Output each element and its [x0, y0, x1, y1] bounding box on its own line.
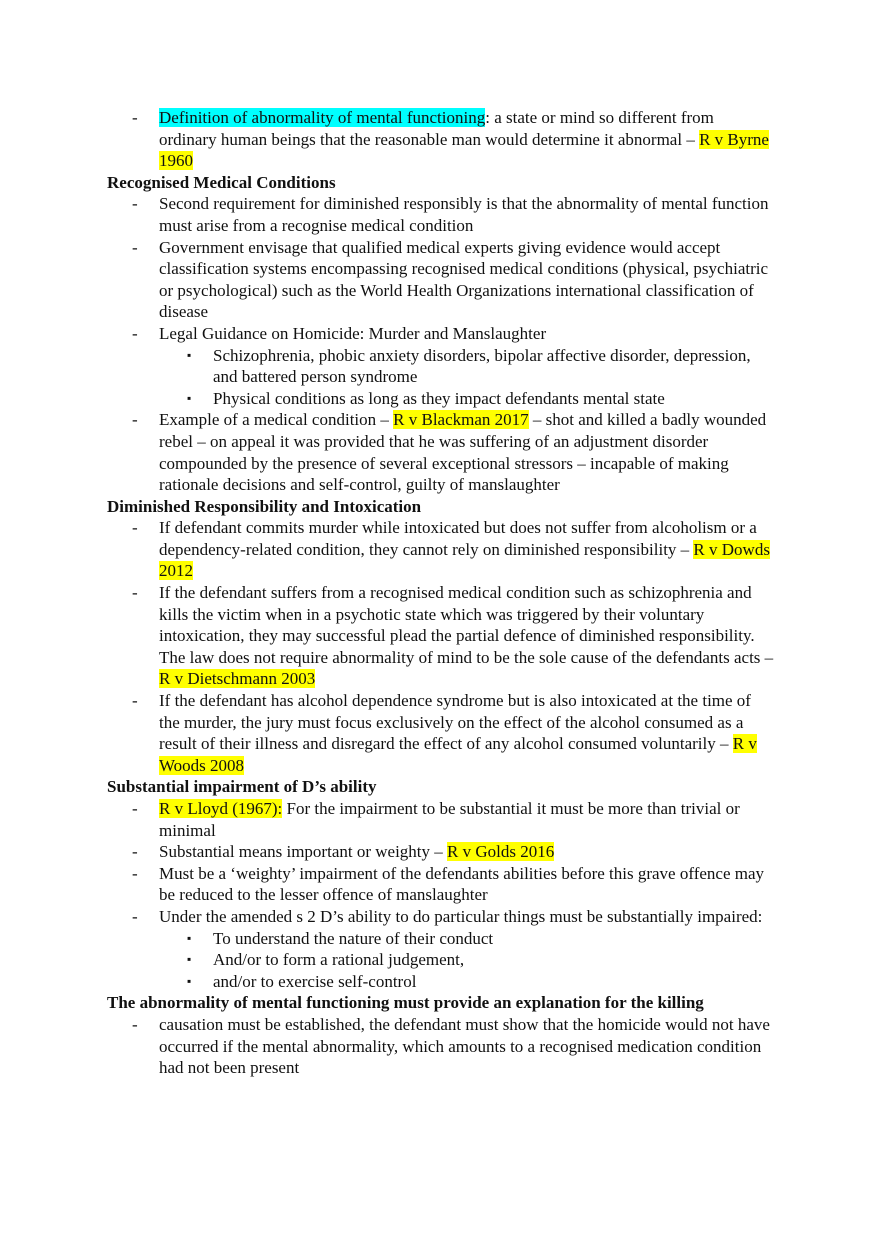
- dash-marker: -: [132, 583, 138, 603]
- item-text: To understand the nature of their conduc…: [213, 928, 494, 948]
- list-item: - Must be a ‘weighty’ impairment of the d…: [107, 863, 775, 906]
- sub-list-item: ▪ Physical conditions as long as they imp…: [107, 388, 775, 410]
- item-text: Under the amended s 2 D’s ability to do …: [159, 906, 763, 926]
- item-text: Example of a medical condition –: [159, 410, 394, 430]
- item-text: Government envisage that qualified medic…: [159, 237, 769, 322]
- square-bullet-icon: ▪: [187, 952, 192, 967]
- dash-marker: -: [132, 863, 138, 883]
- section-heading: The abnormality of mental functioning mu…: [107, 993, 704, 1013]
- item-text: : a state or mind so different from ordi…: [159, 108, 714, 149]
- sub-list-item: ▪ And/or to form a rational judgement,: [107, 949, 775, 971]
- dash-marker: -: [132, 237, 138, 257]
- square-bullet-icon: ▪: [187, 930, 192, 945]
- square-bullet-icon: ▪: [187, 347, 192, 362]
- section-heading: Diminished Responsibility and Intoxicati…: [107, 496, 422, 516]
- list-item: - Government envisage that qualified medi…: [107, 237, 775, 323]
- section-heading: Recognised Medical Conditions: [107, 172, 336, 192]
- item-text: and/or to exercise self-control: [213, 971, 417, 991]
- list-item: - If defendant commits murder while intox…: [107, 517, 775, 582]
- item-text: Substantial means important or weighty –: [159, 842, 448, 862]
- square-bullet-icon: ▪: [187, 390, 192, 405]
- item-text: If defendant commits murder while intoxi…: [159, 518, 757, 559]
- square-bullet-icon: ▪: [187, 973, 192, 988]
- item-text: Must be a ‘weighty’ impairment of the de…: [159, 863, 765, 905]
- item-text: Physical conditions as long as they impa…: [213, 388, 665, 408]
- item-text: Legal Guidance on Homicide: Murder and M…: [159, 323, 547, 343]
- list-item: - causation must be established, the defe…: [107, 1014, 775, 1079]
- list-item: - If the defendant suffers from a recogni…: [107, 582, 775, 690]
- dash-marker: -: [132, 194, 138, 214]
- dash-marker: -: [132, 799, 138, 818]
- case-citation: R v Dietschmann 2003: [159, 669, 316, 689]
- section-heading: Substantial impairment of D’s ability: [107, 777, 377, 797]
- list-item: - Legal Guidance on Homicide: Murder and …: [107, 323, 775, 345]
- case-citation: R v Lloyd (1967):: [159, 799, 283, 818]
- dash-marker: -: [132, 108, 138, 127]
- definition-term: Definition of abnormality of mental func…: [159, 108, 486, 127]
- list-item: - Definition of abnormality of mental fun…: [107, 107, 775, 172]
- dash-marker: -: [132, 518, 138, 538]
- item-text: Second requirement for diminished respon…: [159, 194, 769, 235]
- list-item: - If the defendant has alcohol dependence…: [107, 690, 775, 776]
- item-text: If the defendant suffers from a recognis…: [159, 583, 774, 667]
- dash-marker: -: [132, 842, 138, 862]
- list-item: - Second requirement for diminished respo…: [107, 193, 775, 236]
- dash-marker: -: [132, 906, 138, 926]
- sub-list-item: ▪ Schizophrenia, phobic anxiety disorders…: [107, 345, 775, 388]
- item-text: – shot and killed a badly wounded rebel …: [159, 410, 767, 495]
- list-item: - Under the amended s 2 D’s ability to do…: [107, 906, 775, 928]
- item-text: causation must be established, the defen…: [159, 1014, 770, 1078]
- list-item: - Example of a medical condition – R v Bl…: [107, 409, 775, 495]
- document-content: - Definition of abnormality of mental fun…: [107, 107, 775, 1079]
- sub-list-item: ▪ and/or to exercise self-control: [107, 971, 775, 993]
- list-item: - Substantial means important or weighty …: [107, 841, 775, 863]
- dash-marker: -: [132, 691, 138, 711]
- dash-marker: -: [132, 410, 138, 430]
- item-text: If the defendant has alcohol dependence …: [159, 691, 751, 754]
- item-text: For the impairment to be substantial it …: [159, 799, 740, 840]
- dash-marker: -: [132, 323, 138, 343]
- dash-marker: -: [132, 1014, 138, 1034]
- case-citation: R v Golds 2016: [447, 842, 555, 862]
- case-citation: R v Blackman 2017: [393, 410, 529, 430]
- list-item: - R v Lloyd (1967): For the impairment to…: [107, 798, 775, 841]
- item-text: Schizophrenia, phobic anxiety disorders,…: [213, 345, 751, 387]
- sub-list-item: ▪ To understand the nature of their condu…: [107, 928, 775, 950]
- item-text: And/or to form a rational judgement,: [213, 950, 465, 970]
